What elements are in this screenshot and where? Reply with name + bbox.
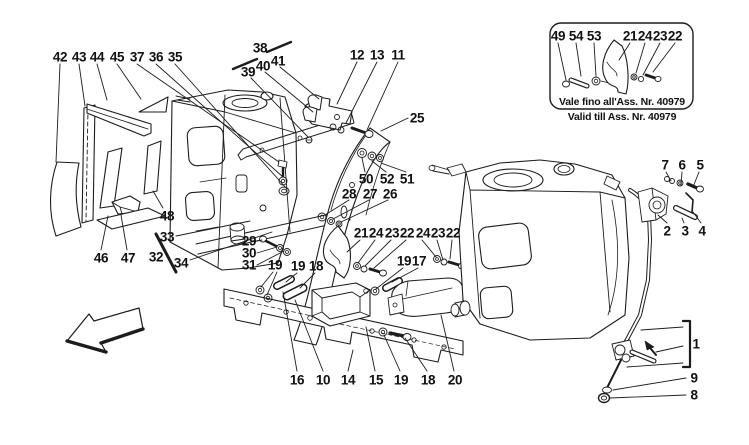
inset-variant-box bbox=[549, 22, 694, 110]
top-bracket-assembly bbox=[237, 94, 384, 228]
inset-caption-english: Valid till Ass. Nr. 40979 bbox=[567, 111, 677, 123]
foam-panel-group bbox=[49, 96, 169, 237]
inset-caption-italian: Vale fino all'Ass. Nr. 40979 bbox=[559, 96, 685, 108]
heat-shield-and-fasteners bbox=[259, 225, 466, 279]
rod-direction-arrow-icon bbox=[644, 340, 655, 351]
rod-direction-arrow-tail bbox=[650, 348, 657, 356]
lower-mount-assembly bbox=[223, 275, 464, 363]
dipstick-assembly bbox=[597, 176, 704, 404]
grouping-brackets bbox=[154, 40, 692, 369]
left-fuel-tank bbox=[169, 89, 298, 271]
leader-lines bbox=[55, 61, 702, 399]
right-fuel-tank bbox=[428, 159, 630, 341]
direction-arrow-icon bbox=[65, 307, 145, 354]
